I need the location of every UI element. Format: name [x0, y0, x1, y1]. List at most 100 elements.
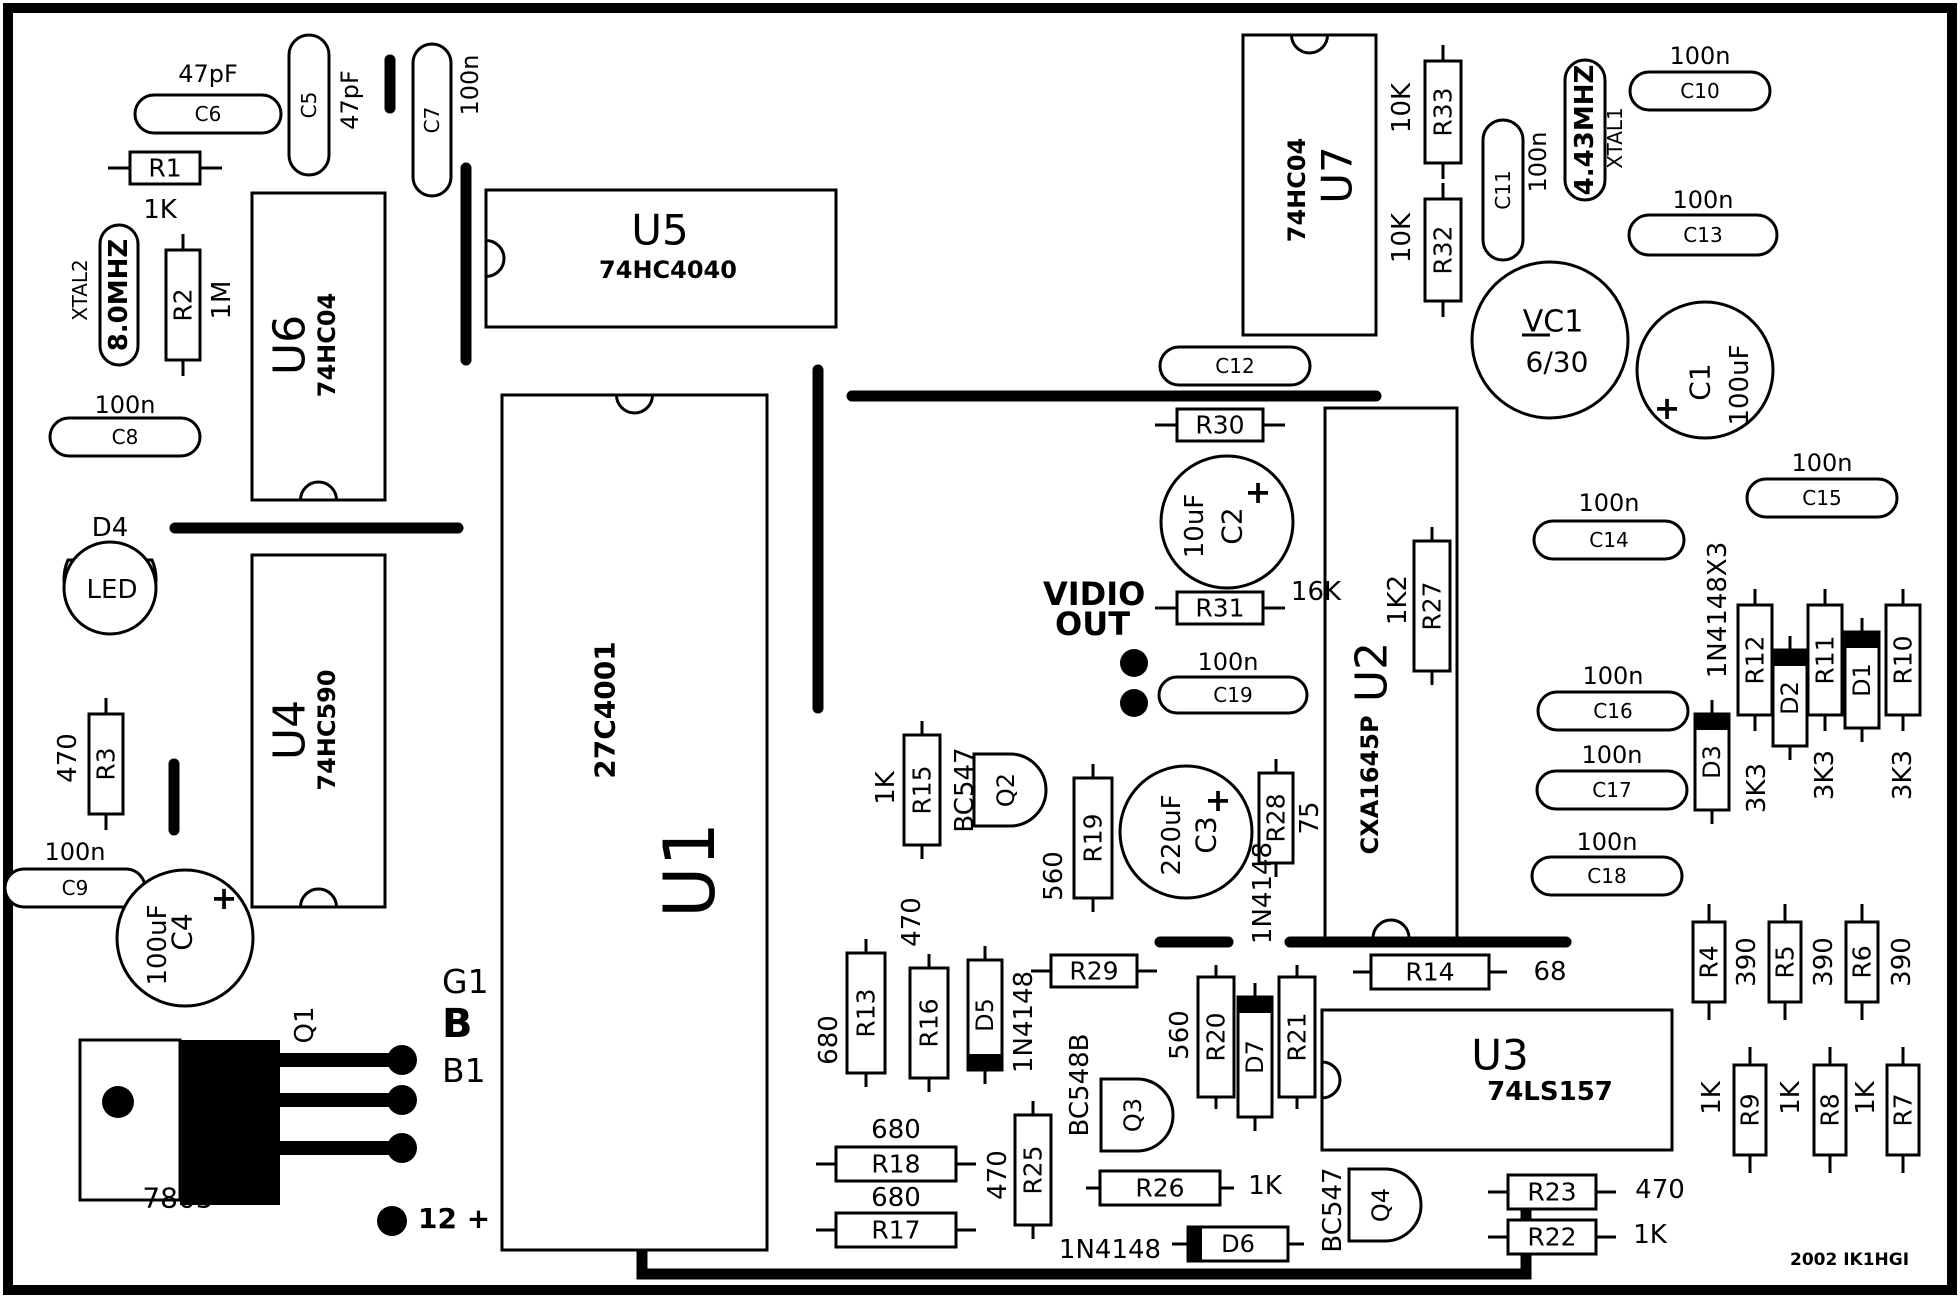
electrolytic-ref: C4 [166, 913, 199, 950]
pin-label-b1: B1 [442, 1051, 486, 1090]
resistor-r29[interactable]: R29 [1031, 953, 1157, 989]
capacitor-ref: C16 [1593, 699, 1632, 723]
resistor-value: 16K [1291, 577, 1342, 607]
resistor-r21[interactable]: R21 [1277, 965, 1317, 1109]
capacitor-c12[interactable]: C12 [1158, 345, 1312, 387]
resistor-ref: R14 [1405, 958, 1454, 987]
capacitor-ref: C17 [1592, 778, 1631, 802]
resistor-r30[interactable]: R30 [1155, 407, 1285, 443]
video-out-pad[interactable] [1120, 649, 1148, 677]
diode-d2[interactable]: D2 [1771, 636, 1809, 760]
diode-d3[interactable]: D3 [1693, 700, 1731, 824]
capacitor-ref: C7 [420, 107, 444, 134]
resistor-value: 560 [1165, 1010, 1195, 1060]
diode-d1[interactable]: D1 [1843, 618, 1881, 742]
power-pad[interactable] [377, 1206, 407, 1236]
polarity-mark: + [1654, 389, 1681, 427]
resistor-ref: R10 [1889, 635, 1918, 684]
pads [377, 649, 1148, 1236]
resistor-ref: R17 [871, 1216, 920, 1245]
power-input-label: 12 + [418, 1202, 490, 1235]
resistor-value: 3K3 [1810, 750, 1840, 800]
electrolytic-ref: C1 [1684, 363, 1717, 400]
capacitor-value: 100n [44, 838, 105, 866]
resistor-value: 680 [871, 1183, 921, 1213]
capacitor-value: 100n [94, 391, 155, 419]
resistor-value: 75 [1295, 801, 1325, 834]
diode-part-number: 1N4148X3 [1703, 542, 1733, 679]
resistor-ref: R8 [1816, 1093, 1845, 1126]
resistor-ref: R20 [1202, 1012, 1231, 1061]
ic-part-number: CXA1645P [1356, 715, 1384, 854]
video-out-pad[interactable] [1120, 689, 1148, 717]
resistor-ref: R33 [1429, 87, 1458, 136]
resistor-ref: R15 [908, 765, 937, 814]
